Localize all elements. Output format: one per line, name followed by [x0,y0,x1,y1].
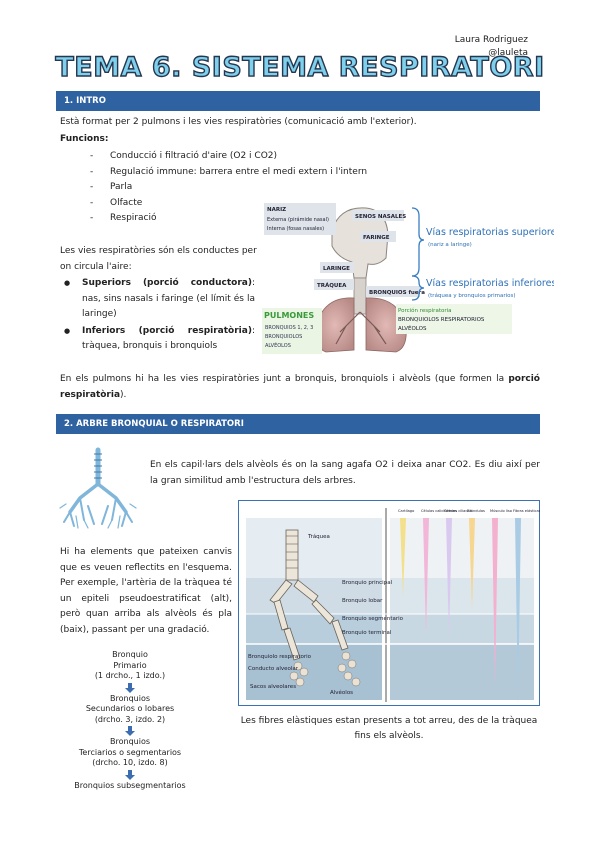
list-item: Conducció i filtració d'aire (O2 i CO2) [80,149,380,165]
page-title: TEMA 6. SISTEMA RESPIRATORI [55,51,545,83]
list-item: Regulació immune: barrera entre el medi … [80,165,380,181]
bronchial-tree-diagram: Tráquea Bronquio principal Bronquio loba… [238,500,540,706]
vies-list: Superiors (porció conductora): nas, sins… [60,276,255,356]
column-header: Células caliciformes [421,509,457,513]
section-heading-intro: 1. INTRO [56,91,540,111]
label-bronquio-principal: Bronquio principal [342,580,393,586]
label-bronquios: BRONQUIOS fuera [369,290,425,296]
label-bronquio-terminal: Bronquio terminal [342,630,392,636]
label-porcion: Porción respiratoria [398,307,452,314]
column-header: Glándulas [467,509,485,513]
label-nariz-sub2: Interna (fosas nasales) [267,226,324,232]
column-bar [469,518,475,610]
arrow-down-icon [125,769,135,780]
label-vias-inferiores-sub: (tráquea y bronquios primarios) [428,292,516,299]
label-pulmones-sub2: BRONQUIOLOS [265,334,302,340]
label-faringe: FARINGE [363,235,390,241]
label-nariz: NARIZ [267,207,286,213]
label-porcion-sub2: ALVÉOLOS [398,324,427,332]
label-bronquiolo-respiratorio: Bronquiolo respiratorio [248,654,312,660]
label-alveolos: Alvéolos [330,689,353,696]
label-senos: SENOS NASALES [355,214,406,220]
label-bronquio-segmentario: Bronquio segmentario [342,616,404,622]
list-item: Superiors (porció conductora): nas, sins… [60,276,255,323]
functions-list: Conducció i filtració d'aire (O2 i CO2) … [80,149,380,227]
label-nariz-sub1: Externa (pirámide nasal) [267,216,329,223]
author-handle: @lauleta [488,48,528,58]
label-conducto-alveolar: Conducto alveolar [248,666,299,672]
label-vias-superiores-sub: (nariz a laringe) [428,242,472,248]
author-block: Laura Rodriguez @lauleta [455,34,528,60]
label-pulmones: PULMONES [264,311,314,320]
column-bar [400,518,406,596]
intro-text: Està format per 2 pulmons i les vies res… [60,117,417,127]
functions-label: Funcions: [60,134,109,144]
vies-text: Les vies respiratòries són els conductes… [60,246,257,272]
capillars-text: En els capil·lars dels alvèols és on la … [150,460,540,486]
label-pulmones-sub3: ALVÉOLOS [265,341,291,349]
list-item: Parla [80,180,380,196]
bronchial-tree-icon [59,447,137,529]
flow-step-subsegmental: Bronquios subsegmentarios [74,780,186,790]
elastic-fibers-caption: Les fibres elàstiques estan presents a t… [240,716,538,741]
arrow-down-icon [125,726,135,736]
label-bronquio-lobar: Bronquio lobar [342,598,383,604]
column-bar [492,518,498,686]
label-traquea-2: Tráquea [307,533,330,540]
list-item: Respiració [80,211,380,227]
section-heading-arbre: 2. ARBRE BRONQUIAL O RESPIRATORI [56,414,540,434]
label-laringe: LARINGE [323,266,350,272]
list-item: Olfacte [80,196,380,212]
label-porcion-sub1: BRONQUIOLOS RESPIRATORIOS [398,317,485,323]
column-header: Músculo liso [490,509,512,513]
column-header: Fibras elásticas [513,509,540,513]
respiratory-diagram: NARIZ Externa (pirámide nasal) Interna (… [262,203,554,354]
column-header: Células ciliadas [444,509,472,513]
author-name: Laura Rodriguez [454,35,528,45]
elements-text: Hi ha elements que pateixen canvis que e… [60,547,232,635]
label-vias-superiores: Vías respiratorias superiores [426,227,554,238]
label-traquea: TRÁQUEA [317,282,347,289]
label-pulmones-sub1: BRONQUIOS 1, 2, 3 [265,325,313,331]
column-bar [446,518,452,638]
label-vias-inferiores: Vías respiratorias inferiores [426,278,554,289]
column-header: Cartílago [398,509,414,513]
column-bar [423,518,429,636]
column-bar [515,518,521,704]
closing-text: En els pulmons hi ha les vies respiratòr… [60,374,540,400]
list-item: Inferiors (porció respiratòria): tràquea… [60,324,255,355]
label-sacos-alveolares: Sacos alveolares [250,684,296,690]
arrow-down-icon [125,682,135,693]
